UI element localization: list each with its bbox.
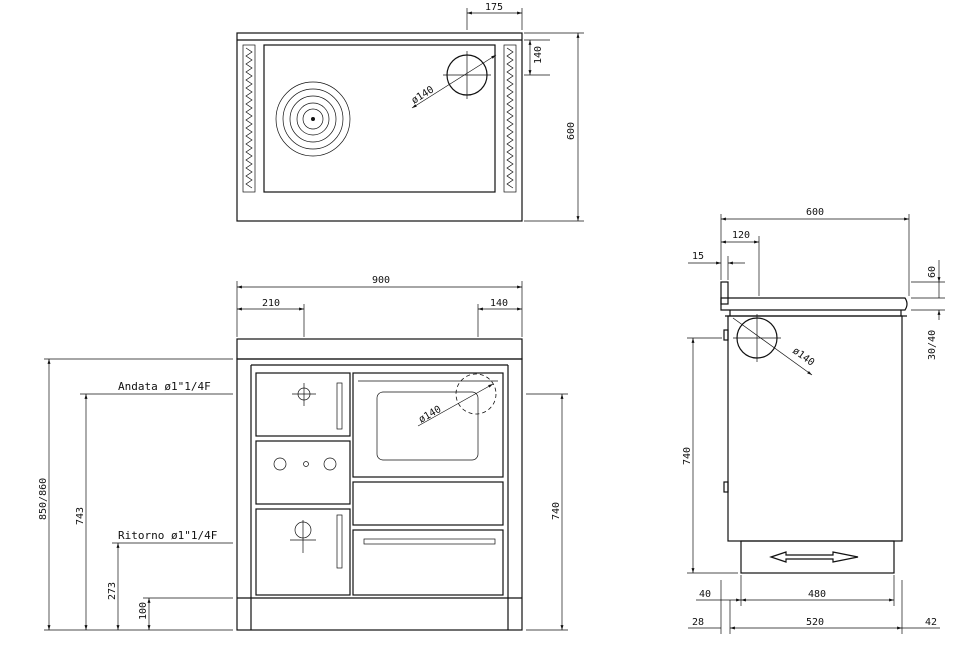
side-plinth	[740, 540, 895, 574]
dim-600-top: 600	[566, 122, 577, 140]
dim-740-side: 740	[682, 447, 693, 465]
dim-100: 100	[138, 602, 149, 620]
front-ring-diameter: ø140	[417, 404, 443, 426]
dim-175: 175	[485, 2, 503, 13]
side-top-slab	[720, 297, 908, 311]
dim-15: 15	[692, 251, 704, 262]
hotplate-surface	[263, 44, 496, 193]
ash-door	[255, 508, 351, 596]
dim-140-top: 140	[533, 46, 544, 64]
side-body	[727, 315, 903, 542]
right-grille	[503, 44, 517, 193]
front-view: ø140 900 210 140 850/860 743 Andata ø1"1…	[38, 275, 568, 631]
dim-480: 480	[808, 589, 826, 600]
dim-210: 210	[262, 298, 280, 309]
dim-850-860: 850/860	[38, 478, 49, 520]
air-control-panel	[255, 440, 351, 505]
dim-60: 60	[927, 266, 938, 278]
oven-door	[352, 372, 504, 478]
double-arrow-icon	[769, 551, 859, 563]
oven-window	[376, 391, 479, 461]
dim-120: 120	[732, 230, 750, 241]
label-ritorno: Ritorno ø1"1/4F	[118, 529, 217, 542]
dim-743: 743	[75, 507, 86, 525]
dim-600-side: 600	[806, 207, 824, 218]
side-upstand	[720, 281, 729, 305]
storage-drawer	[352, 529, 504, 596]
dim-42: 42	[925, 617, 937, 628]
dim-740-front: 740	[551, 502, 562, 520]
cooking-rings	[275, 81, 351, 157]
front-flue-hidden	[455, 373, 497, 415]
dim-900: 900	[372, 275, 390, 286]
dim-28: 28	[692, 617, 704, 628]
drawer-handle	[363, 538, 496, 545]
top-view: ø140 175 140 600	[236, 2, 584, 222]
label-andata: Andata ø1"1/4F	[118, 380, 211, 393]
dim-30-40: 30/40	[927, 330, 938, 360]
side-view: ø140 600 120 15 60 30/40 740	[682, 207, 945, 634]
top-ring-diameter: ø140	[410, 84, 436, 106]
firebox-door	[255, 372, 351, 437]
dim-40: 40	[699, 589, 711, 600]
left-grille	[242, 44, 256, 193]
dim-520: 520	[806, 617, 824, 628]
top-outline	[236, 32, 523, 222]
front-top-plate	[236, 338, 523, 360]
dim-273: 273	[107, 582, 118, 600]
side-ring-diameter: ø140	[790, 346, 816, 369]
front-body	[236, 358, 523, 631]
warming-drawer	[352, 481, 504, 526]
dim-140-front: 140	[490, 298, 508, 309]
